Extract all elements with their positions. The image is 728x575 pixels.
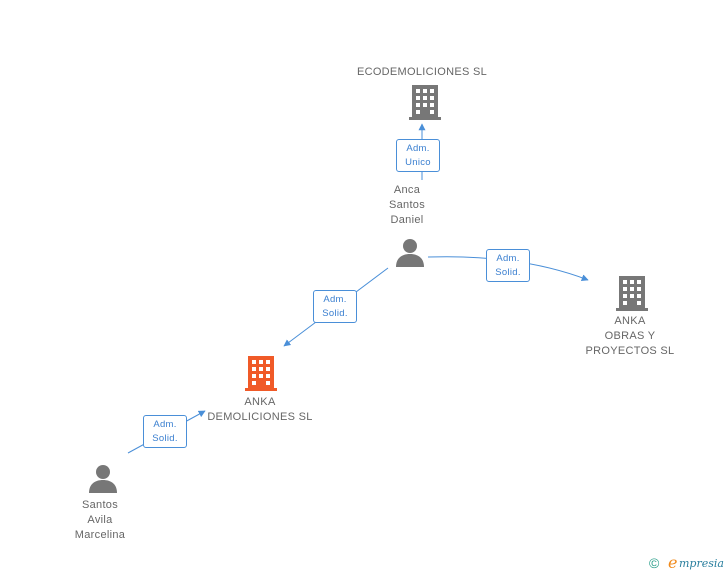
node-label-santos-avila-marcelina: Santos Avila Marcelina xyxy=(74,499,126,541)
building-icon-highlighted[interactable] xyxy=(244,355,278,391)
edge-label-adm-unico: Adm. Unico xyxy=(396,139,440,172)
brand-name: mpresia xyxy=(679,557,724,570)
building-icon[interactable] xyxy=(408,84,442,120)
edge-label-adm-solid: Adm. Solid. xyxy=(143,415,187,448)
brand-initial: e xyxy=(668,553,678,572)
building-icon[interactable] xyxy=(615,275,649,311)
person-icon[interactable] xyxy=(88,464,118,493)
node-label-ecodemoliciones: ECODEMOLICIONES SL xyxy=(356,66,488,78)
edge-label-adm-solid: Adm. Solid. xyxy=(486,249,530,282)
node-label-anca-santos-daniel: Anca Santos Daniel xyxy=(388,184,426,226)
copyright-symbol: © xyxy=(649,555,660,571)
node-label-anka-obras: ANKA OBRAS Y PROYECTOS SL xyxy=(585,315,675,357)
person-icon[interactable] xyxy=(395,238,425,267)
node-label-anka-demoliciones: ANKA DEMOLICIONES SL xyxy=(207,396,313,423)
edge-label-adm-solid: Adm. Solid. xyxy=(313,290,357,323)
